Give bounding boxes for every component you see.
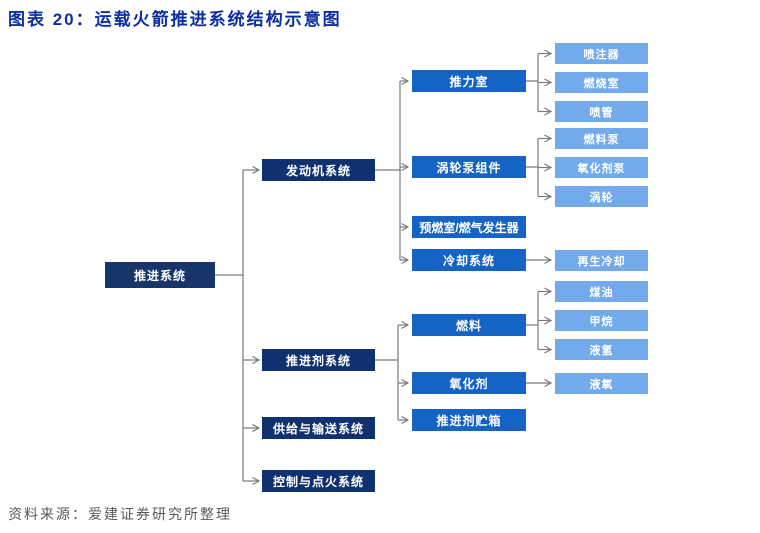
- node-turbopump-assembly: 涡轮泵组件: [412, 156, 526, 178]
- node-engine-system: 发动机系统: [262, 159, 375, 181]
- node-cooling-system: 冷却系统: [412, 249, 526, 271]
- node-kerosene: 煤油: [555, 281, 648, 302]
- node-turbine: 涡轮: [555, 186, 648, 207]
- node-precombustor-gas-generator: 预燃室/燃气发生器: [412, 216, 526, 238]
- node-oxidizer-pump: 氧化剂泵: [555, 157, 648, 178]
- node-supply-delivery-system: 供给与输送系统: [262, 417, 375, 439]
- node-fuel: 燃料: [412, 314, 526, 336]
- node-regenerative-cooling: 再生冷却: [555, 250, 648, 271]
- node-propellant-system: 推进剂系统: [262, 349, 375, 371]
- node-nozzle: 喷管: [555, 101, 648, 122]
- node-fuel-pump: 燃料泵: [555, 128, 648, 149]
- figure-title: 图表 20：运载火箭推进系统结构示意图: [8, 10, 342, 29]
- node-liquid-oxygen: 液氧: [555, 373, 648, 394]
- node-thrust-chamber: 推力室: [412, 70, 526, 92]
- node-injector: 喷注器: [555, 43, 648, 64]
- node-propellant-tank: 推进剂贮箱: [412, 409, 526, 431]
- node-oxidizer: 氧化剂: [412, 372, 526, 394]
- node-combustion-chamber: 燃烧室: [555, 72, 648, 93]
- node-control-ignition-system: 控制与点火系统: [262, 470, 375, 492]
- node-liquid-hydrogen: 液氢: [555, 339, 648, 360]
- source-note: 资料来源：爱建证券研究所整理: [8, 506, 232, 522]
- node-propulsion-system: 推进系统: [105, 262, 215, 288]
- node-methane: 甲烷: [555, 310, 648, 331]
